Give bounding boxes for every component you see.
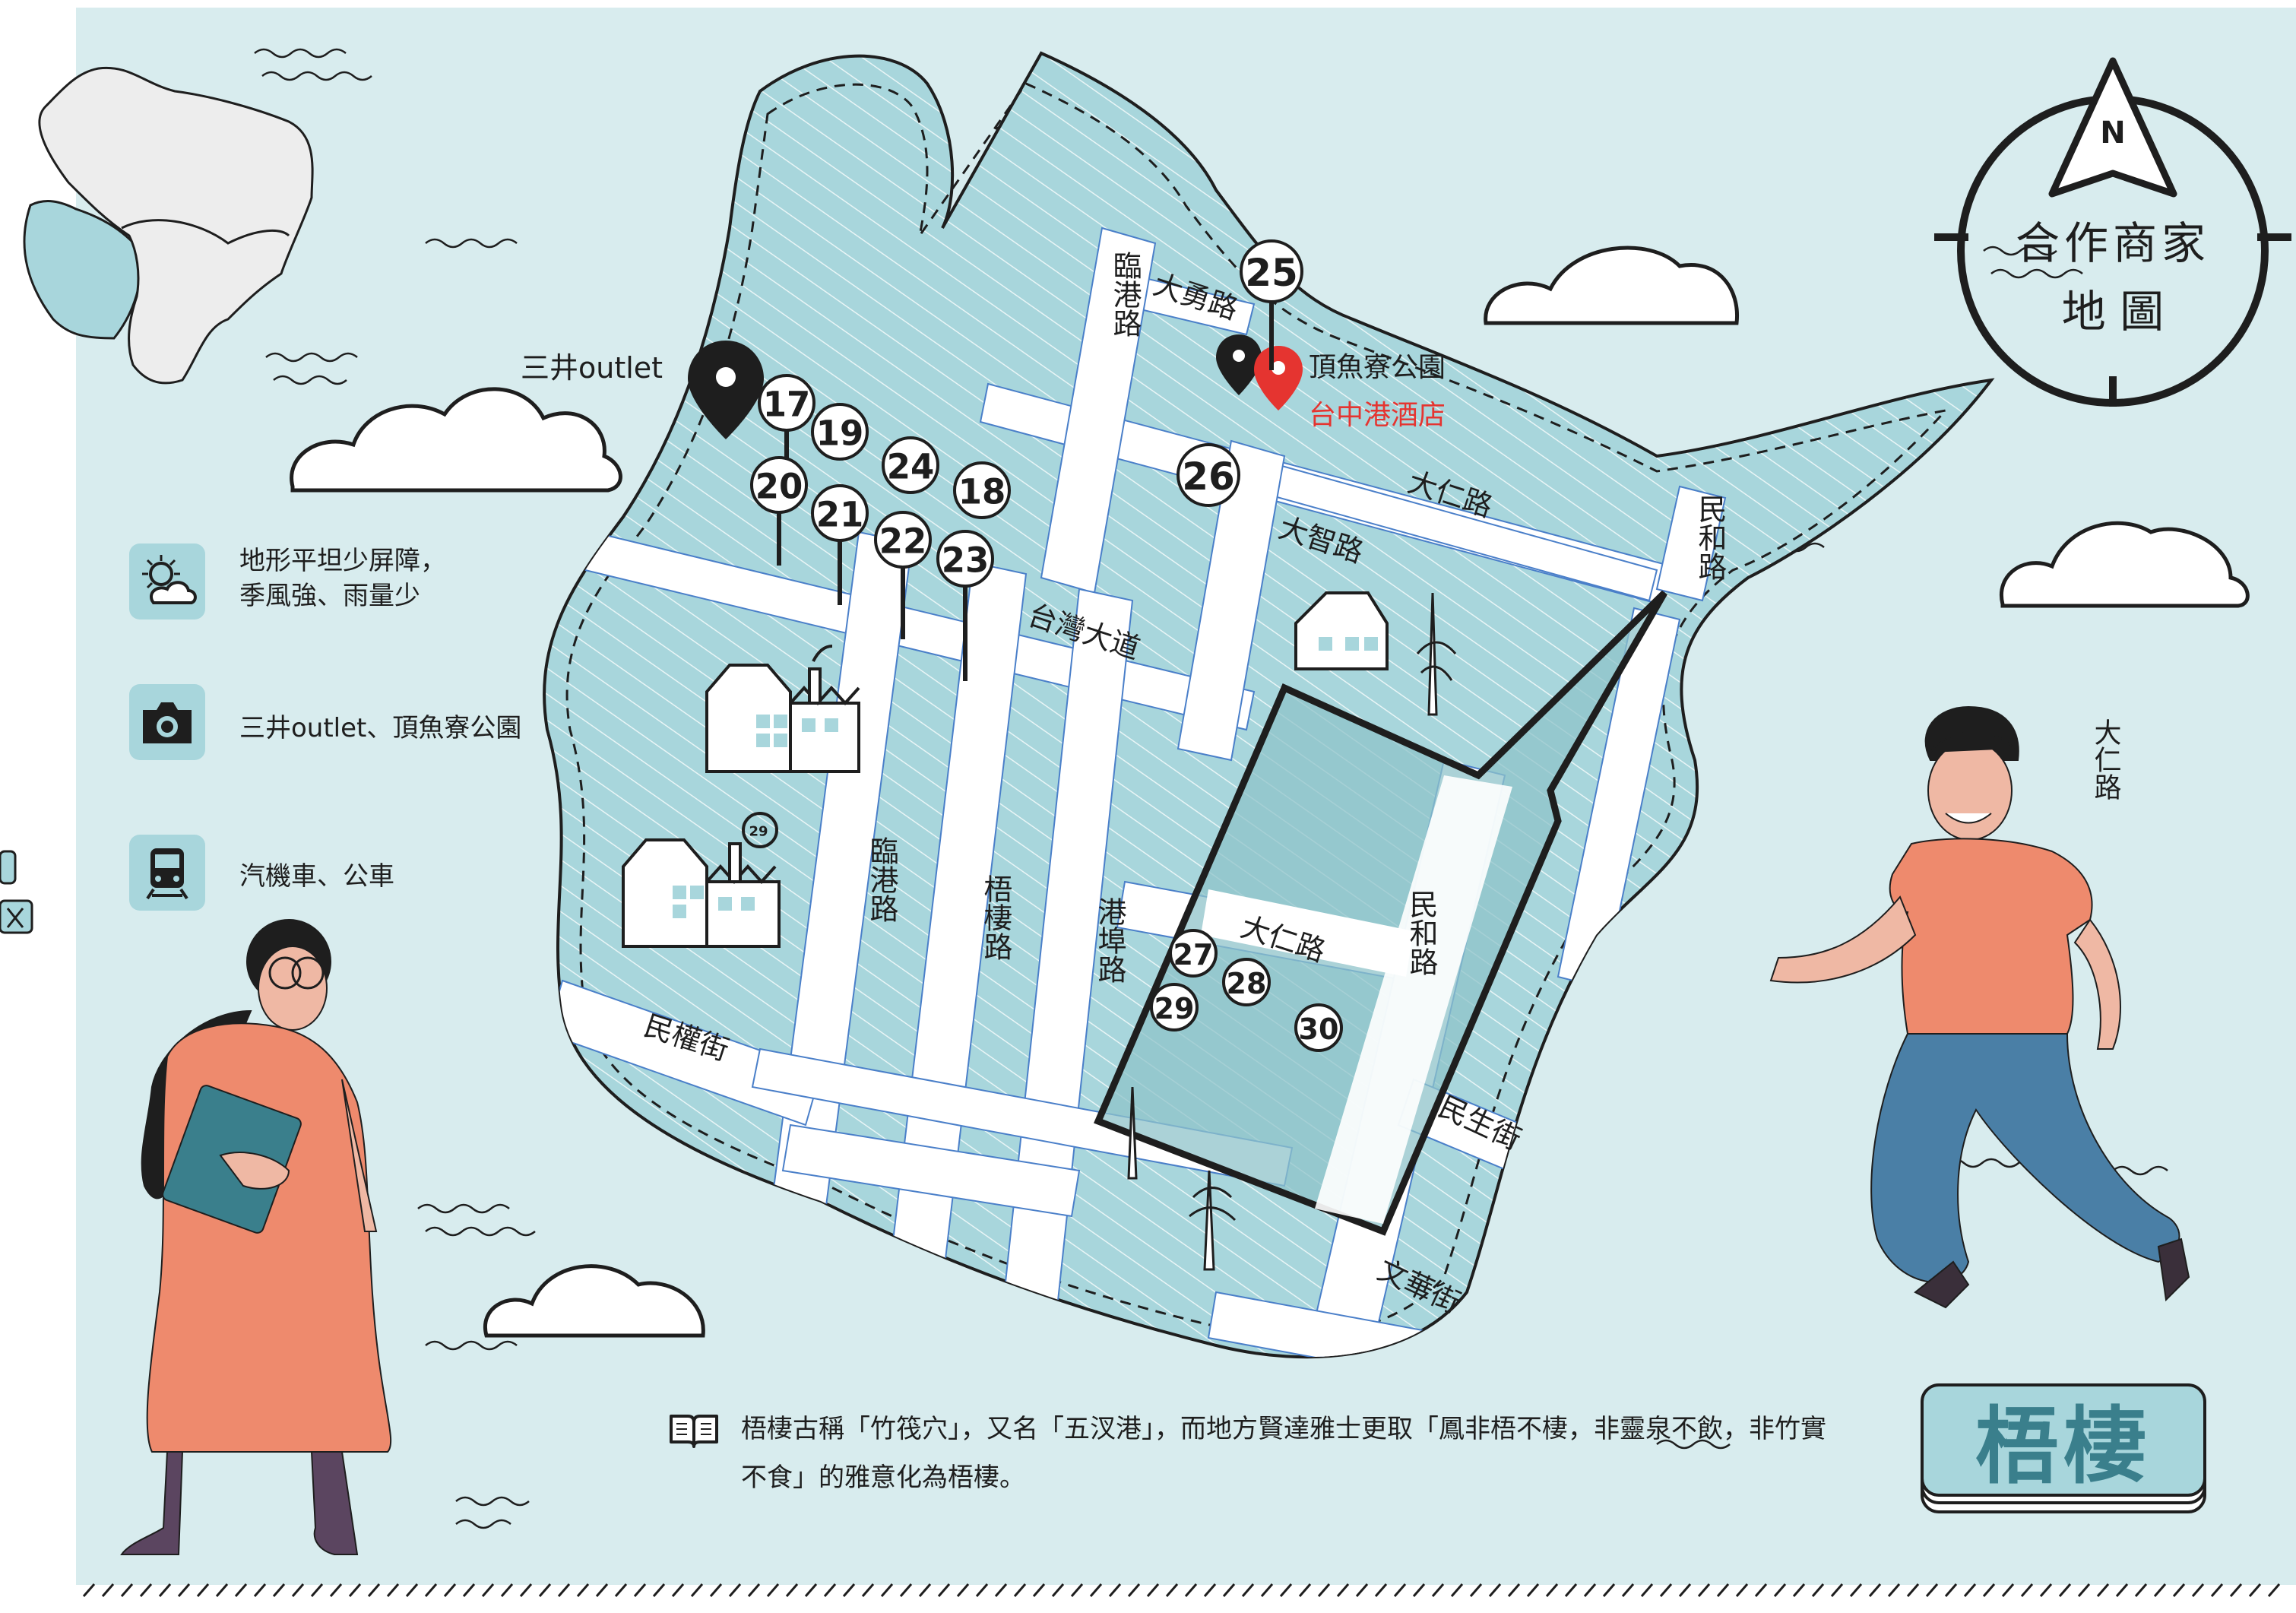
partner-marker[interactable]: 19 [811,403,869,461]
feature-camera [129,684,205,760]
street-gangbu: 港埠路 [1093,897,1126,984]
taiwan-inset-map [23,66,314,385]
feature-transit [129,835,205,911]
marker-circle [758,374,815,432]
marker-number: 17 [763,385,811,425]
location-pin-icon [1216,334,1262,395]
marker-number: 24 [887,447,935,487]
marker-circle [742,812,778,848]
street-minhe-top: 民和路 [1693,494,1727,581]
marker-number: 23 [942,540,990,581]
partner-marker[interactable]: 28 [1222,958,1271,1006]
bottom-border [82,1583,2281,1597]
partner-marker[interactable]: 26 [1177,443,1240,507]
partner-marker[interactable]: 23 [936,530,994,681]
street-wuqi: 梧棲路 [979,874,1012,961]
marker-number: 29 [749,824,768,840]
partner-marker[interactable]: 24 [882,436,939,494]
partner-marker[interactable]: 30 [1294,1003,1343,1052]
landmark-mitsui-label: 三井outlet [521,351,663,385]
map-title-line2: 地 圖 [2062,286,2164,337]
district-title-badge: 梧棲 [1919,1382,2208,1515]
marker-number: 28 [1227,967,1267,1000]
marker-number: 30 [1299,1012,1339,1046]
district-description: 梧棲古稱「竹筏穴」，又名「五汊港」，而地方賢達雅士更取「鳳非梧不棲，非靈泉不飲，… [741,1414,1826,1493]
landmark-park: 頂魚寮公園 台中港酒店 [1216,334,1446,431]
marker-number: 18 [958,472,1006,512]
marker-circle [1177,443,1240,507]
marker-circle [811,484,869,542]
marker-circle [953,461,1011,519]
marker-circle [1222,958,1271,1006]
cutlery-icon [0,850,33,934]
marker-circle [750,456,808,514]
marker-number: 26 [1182,455,1235,499]
partner-markers: 17 18 19 20 21 22 23 24 25 26 27 28 29 30 29 [742,239,1343,1052]
man-illustration [1769,705,2190,1309]
marker-circle [1169,929,1218,978]
partner-marker[interactable]: 17 [758,374,815,472]
marker-number: 19 [816,414,864,454]
partner-marker[interactable]: 22 [874,511,932,639]
street-linkang-top: 臨港路 [1108,251,1142,337]
partner-marker[interactable]: 29 [1150,983,1199,1031]
cloud-icon [290,246,2250,1338]
map-title-line1: 合作商家 [2016,217,2210,269]
wuqi-highlight-zone [1094,590,1667,1236]
partner-marker[interactable]: 27 [1169,929,1218,978]
marker-circle [1294,1003,1343,1052]
factory-icon [705,645,860,773]
partner-marker[interactable]: 25 [1240,239,1303,370]
land-area [543,51,1995,1359]
partner-marker[interactable]: 21 [811,484,869,605]
landmark-hotel-label: 台中港酒店 [1309,400,1446,431]
weather-icon [129,543,205,620]
feature-camera-text: 三井outlet、頂魚寮公園 [239,713,522,743]
factory-icon [622,838,781,948]
feature-weather [129,543,205,620]
camera-icon [129,684,205,760]
tree-icon [1127,592,1457,1271]
feature-transit-text: 汽機車、公車 [239,861,394,892]
street-linkang-left: 臨港路 [865,836,898,923]
partner-marker[interactable]: 18 [953,461,1011,519]
marker-circle [874,511,932,569]
street-minhe-mid: 民和路 [1405,889,1438,976]
marker-number: 20 [755,467,803,507]
marker-circle [811,403,869,461]
street-daren-right: 大仁路 [2090,718,2121,800]
marker-number: 27 [1173,938,1214,971]
district-title: 梧棲 [1975,1398,2152,1495]
landmark-park-label: 頂魚寮公園 [1309,352,1446,383]
compass-icon: N 合作商家 地 圖 [1934,57,2291,407]
woman-illustration [120,919,392,1555]
compass-letter: N [2100,116,2125,151]
feature-weather-text: 地形平坦少屏障， 季風強、雨量少 [239,546,446,611]
marker-circle [1150,983,1199,1031]
marker-circle [936,530,994,588]
marker-circle [882,436,939,494]
book-icon [670,1415,718,1448]
marker-number: 29 [1154,992,1195,1025]
marker-number: 21 [816,495,864,535]
location-pin-icon [1254,346,1303,410]
train-icon [129,835,205,911]
house-icon [1294,591,1389,670]
marker-circle [1240,239,1303,303]
marker-number: 25 [1245,251,1298,295]
factory-marker: 29 [742,812,778,848]
landmark-mitsui: 三井outlet [521,341,764,439]
marker-number: 22 [879,521,927,562]
partner-marker[interactable]: 20 [750,456,808,566]
location-pin-icon [688,341,764,439]
